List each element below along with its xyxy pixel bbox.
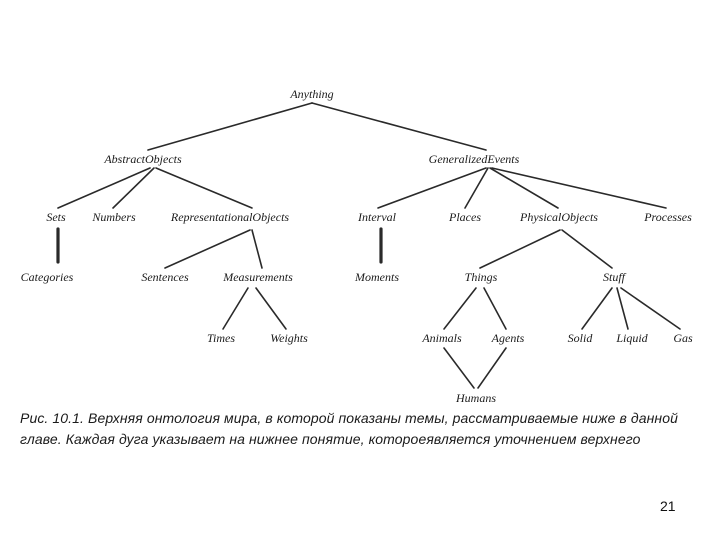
edge-abstractobjects-representationalobjects — [155, 167, 253, 209]
node-agents: Agents — [491, 331, 525, 345]
edge-abstractobjects-sets — [57, 167, 151, 209]
node-humans: Humans — [455, 391, 496, 405]
edge-representationalobjects-sentences — [164, 229, 251, 269]
node-stuff: Stuff — [603, 270, 627, 284]
node-sets: Sets — [46, 210, 66, 224]
edge-generalizedevents-physicalobjects — [489, 167, 559, 209]
node-places: Places — [448, 210, 481, 224]
node-anything: Anything — [289, 87, 333, 101]
node-generalized-events: GeneralizedEvents — [429, 152, 520, 166]
edge-animals-humans — [443, 347, 475, 389]
node-representational-objects: RepresentationalObjects — [170, 210, 290, 224]
node-liquid: Liquid — [615, 331, 648, 345]
edge-things-agents — [483, 287, 507, 330]
edge-generalizedevents-processes — [491, 167, 667, 209]
node-animals: Animals — [421, 331, 462, 345]
edge-anything-abstractobjects — [147, 102, 313, 151]
page-number: 21 — [660, 498, 676, 514]
figure-caption: Рис. 10.1. Верхняя онтология мира, в кот… — [20, 408, 710, 450]
node-times: Times — [207, 331, 235, 345]
node-things: Things — [465, 270, 498, 284]
caption-line-1: Рис. 10.1. Верхняя онтология мира, в кот… — [20, 410, 679, 426]
edge-generalizedevents-places — [464, 167, 489, 209]
node-measurements: Measurements — [222, 270, 293, 284]
node-sentences: Sentences — [141, 270, 189, 284]
node-categories: Categories — [21, 270, 74, 284]
edge-things-animals — [443, 287, 477, 330]
edge-measurements-times — [222, 287, 249, 330]
edge-stuff-gas — [620, 287, 681, 330]
ontology-tree-diagram: Anything AbstractObjects GeneralizedEven… — [21, 87, 693, 405]
tree-nodes: Anything AbstractObjects GeneralizedEven… — [21, 87, 693, 405]
edge-stuff-liquid — [616, 287, 629, 330]
node-gas: Gas — [673, 331, 693, 345]
edge-agents-humans — [477, 347, 507, 389]
edge-representationalobjects-measurements — [251, 229, 263, 269]
node-interval: Interval — [357, 210, 397, 224]
tree-edges — [56, 102, 681, 389]
node-physical-objects: PhysicalObjects — [519, 210, 598, 224]
edge-generalizedevents-interval — [377, 167, 487, 209]
edge-physicalobjects-things — [479, 229, 561, 269]
caption-line-2: главе. Каждая дуга указывает на нижнее п… — [20, 431, 641, 447]
node-processes: Processes — [643, 210, 692, 224]
edge-stuff-solid — [581, 287, 613, 330]
node-weights: Weights — [270, 331, 308, 345]
node-numbers: Numbers — [91, 210, 136, 224]
node-abstract-objects: AbstractObjects — [103, 152, 182, 166]
edge-abstractobjects-numbers — [112, 167, 155, 209]
node-moments: Moments — [354, 270, 399, 284]
edge-anything-generalizedevents — [311, 102, 487, 151]
node-solid: Solid — [568, 331, 594, 345]
edge-physicalobjects-stuff — [561, 229, 613, 269]
edge-measurements-weights — [255, 287, 287, 330]
